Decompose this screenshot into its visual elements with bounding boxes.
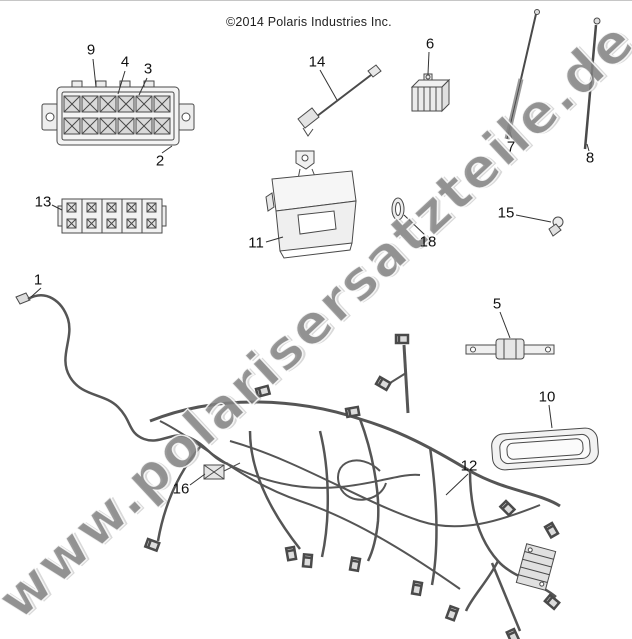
callout-8: 8 (585, 149, 595, 167)
part-harness-clip (203, 462, 241, 480)
callout-3: 3 (143, 60, 153, 78)
callout-leader-lines (30, 51, 590, 496)
part-grommet (391, 197, 405, 221)
callout-1: 1 (33, 271, 43, 289)
callout-6: 6 (425, 35, 435, 53)
copyright-text: ©2014 Polaris Industries Inc. (226, 15, 392, 29)
part-main-harness (144, 333, 561, 639)
callout-12: 12 (460, 457, 478, 475)
part-relay (410, 73, 451, 113)
part-antenna-rod (504, 9, 540, 140)
callout-2: 2 (155, 152, 165, 170)
callout-15: 15 (497, 204, 515, 222)
callout-14: 14 (308, 53, 326, 71)
callout-5: 5 (492, 295, 502, 313)
part-mounting-bracket (265, 150, 357, 259)
callout-16: 16 (172, 480, 190, 498)
callout-11: 11 (248, 234, 264, 252)
part-mast-rod (583, 17, 601, 150)
callout-10: 10 (538, 388, 556, 406)
callout-4: 4 (120, 53, 130, 71)
callout-18: 18 (419, 233, 437, 251)
callout-13: 13 (34, 193, 52, 211)
part-storage-tray (491, 427, 599, 471)
callout-7: 7 (506, 138, 516, 156)
part-fuse-strip (57, 198, 167, 234)
part-clip-bolt (548, 216, 564, 237)
part-lead-wire (15, 292, 229, 466)
callout-9: 9 (86, 41, 96, 59)
part-connector-block (41, 80, 195, 146)
part-cable-strap (297, 64, 382, 137)
part-fuse-link (465, 338, 555, 360)
